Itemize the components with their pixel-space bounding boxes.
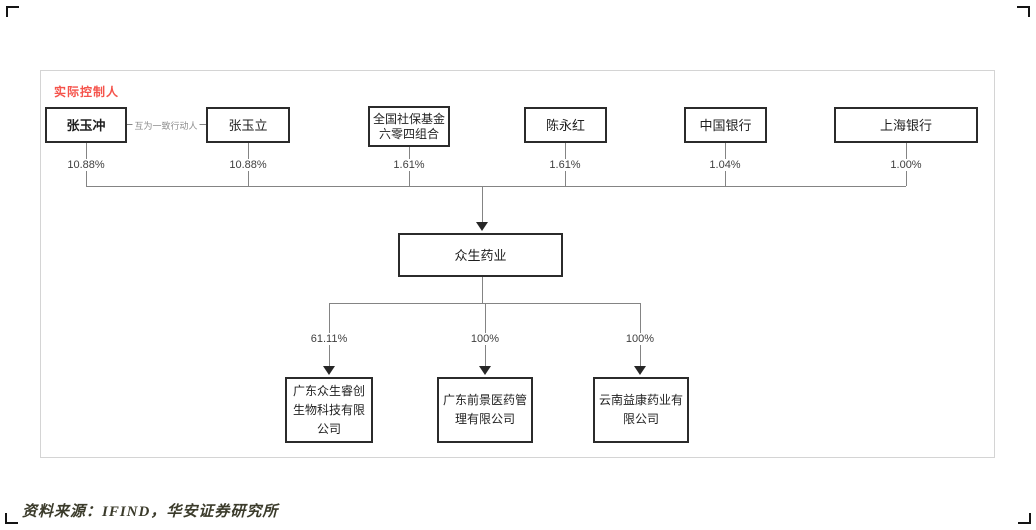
ownership-pct: 61.11% bbox=[306, 333, 352, 345]
shareholder-box-bank-of-china: 中国银行 bbox=[684, 107, 767, 143]
ownership-pct: 10.88% bbox=[63, 159, 109, 171]
ownership-pct: 1.61% bbox=[545, 159, 585, 171]
ownership-pct: 100% bbox=[621, 333, 659, 345]
concert-label: 互为一致行动人 bbox=[132, 119, 200, 132]
arrow-down-icon bbox=[323, 366, 335, 375]
bottom-bus-line bbox=[329, 303, 640, 304]
crop-mark-bottom-left bbox=[5, 513, 18, 524]
crop-mark-top-left bbox=[6, 6, 19, 17]
actual-controller-label: 实际控制人 bbox=[54, 85, 120, 99]
subsidiary-box-qianjing-pharma-mgmt: 广东前景医药管理有限公司 bbox=[437, 377, 533, 443]
shareholder-box-zhangyuli: 张玉立 bbox=[206, 107, 290, 143]
shareholder-box-chenyonghong: 陈永红 bbox=[524, 107, 607, 143]
source-note: 资料来源：IFIND，华安证券研究所 bbox=[22, 504, 279, 520]
ownership-pct: 1.04% bbox=[705, 159, 745, 171]
crop-mark-top-right bbox=[1017, 6, 1030, 17]
shareholder-box-social-security-fund: 全国社保基金六零四组合 bbox=[368, 106, 450, 147]
crop-mark-bottom-right bbox=[1018, 513, 1031, 524]
shareholder-box-bank-of-shanghai: 上海银行 bbox=[834, 107, 978, 143]
connector-line bbox=[482, 186, 483, 222]
shareholder-box-zhangyuchong: 张玉冲 bbox=[45, 107, 127, 143]
arrow-down-icon bbox=[479, 366, 491, 375]
parent-company-box: 众生药业 bbox=[398, 233, 563, 277]
ownership-pct: 1.00% bbox=[886, 159, 926, 171]
subsidiary-box-ruichuang-biotech: 广东众生睿创生物科技有限公司 bbox=[285, 377, 373, 443]
ownership-pct: 100% bbox=[466, 333, 504, 345]
subsidiary-box-yikang-pharma: 云南益康药业有限公司 bbox=[593, 377, 689, 443]
top-bus-line bbox=[86, 186, 906, 187]
arrow-down-icon bbox=[634, 366, 646, 375]
arrow-down-icon bbox=[476, 222, 488, 231]
ownership-pct: 1.61% bbox=[389, 159, 429, 171]
ownership-pct: 10.88% bbox=[225, 159, 271, 171]
connector-line bbox=[482, 277, 483, 303]
